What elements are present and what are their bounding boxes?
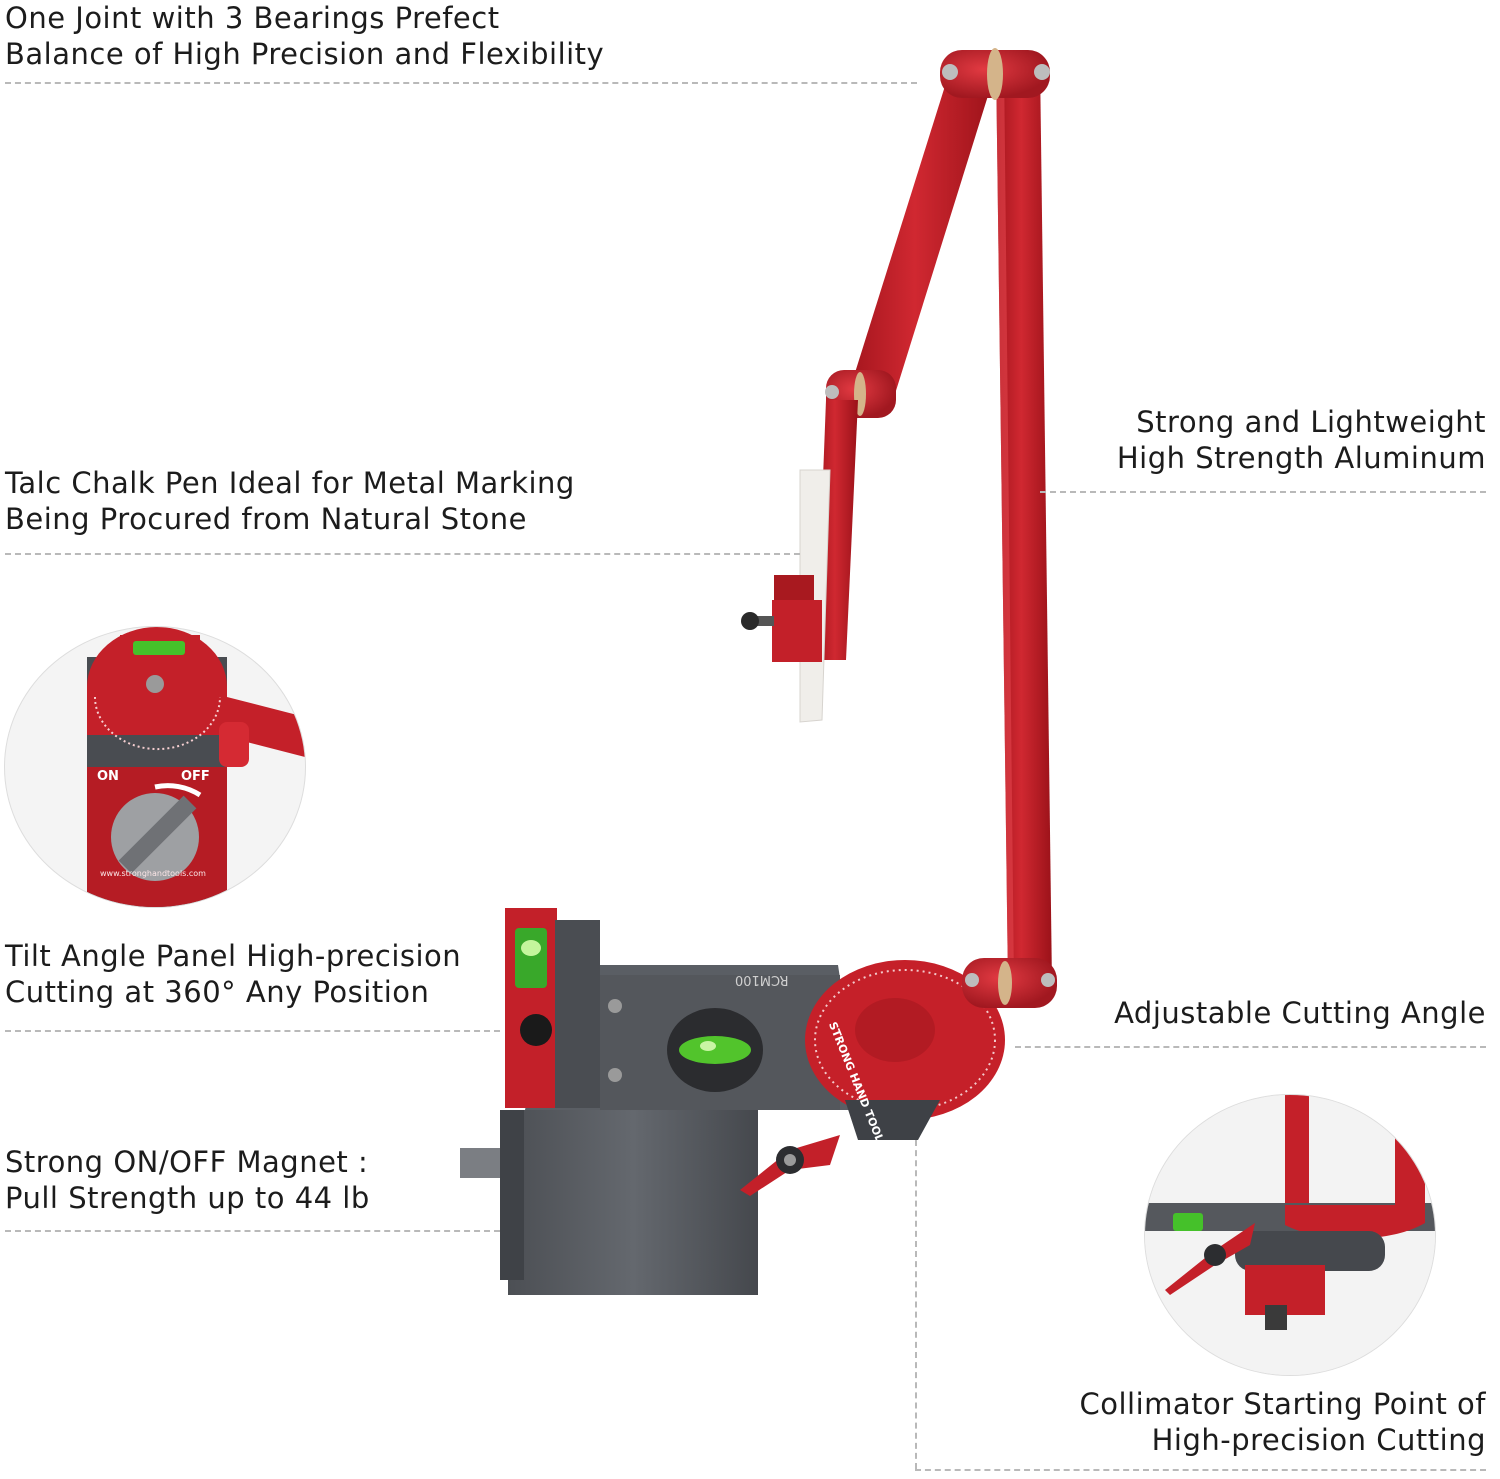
collimator-vertical-leader [915, 1140, 917, 1469]
lock-lever [740, 1135, 840, 1196]
top-joint [940, 48, 1050, 100]
bottom-joint [962, 958, 1057, 1008]
aluminum-line-1: Strong and Lightweight [1136, 405, 1486, 439]
base-plate [525, 965, 860, 1110]
bearings-feature-label: One Joint with 3 Bearings Prefect Balanc… [5, 0, 604, 72]
tilt-bracket [505, 908, 600, 1108]
collimator-line-2: High-precision Cutting [1151, 1423, 1486, 1457]
upper-arm [848, 70, 996, 410]
bearings-line-2: Balance of High Precision and Flexibilit… [5, 37, 605, 71]
angle-dial [805, 960, 1005, 1140]
magnet-switch-detail: ON OFF www.stronghandtools.com [5, 627, 305, 907]
angle-line-1: Adjustable Cutting Angle [1114, 996, 1486, 1030]
aluminum-line-2: High Strength Aluminum [1116, 441, 1486, 475]
chalk-leader-line [5, 553, 800, 555]
pen-holder [741, 575, 822, 662]
brand-website: www.stronghandtools.com [100, 869, 206, 878]
magnet-line-1: Strong ON/OFF Magnet : [5, 1145, 369, 1179]
model-marking: RCM100 [735, 972, 789, 987]
bearings-leader-line [5, 82, 917, 84]
collimator-detail [1145, 1095, 1435, 1375]
collimator-line-1: Collimator Starting Point of [1079, 1387, 1486, 1421]
collimator-feature-label: Collimator Starting Point of High-precis… [1079, 1386, 1486, 1458]
tilt-feature-label: Tilt Angle Panel High-precision Cutting … [5, 938, 461, 1010]
chalk-line-2: Being Procured from Natural Stone [5, 502, 528, 536]
aluminum-leader-line [1040, 491, 1486, 493]
tilt-leader-line [5, 1030, 500, 1032]
magnet-line-2: Pull Strength up to 44 lb [5, 1181, 370, 1215]
tilt-line-1: Tilt Angle Panel High-precision [5, 939, 462, 973]
angle-feature-label: Adjustable Cutting Angle [1114, 995, 1486, 1031]
magnet-leader-line [5, 1230, 500, 1232]
aluminum-feature-label: Strong and Lightweight High Strength Alu… [1117, 404, 1486, 476]
switch-off-label: OFF [181, 769, 210, 784]
tilt-line-2: Cutting at 360° Any Position [5, 975, 430, 1009]
chalk-line-1: Talc Chalk Pen Ideal for Metal Marking [5, 466, 575, 500]
collimator-leader-line [915, 1469, 1486, 1471]
magnet-base [460, 1110, 758, 1295]
bearings-line-1: One Joint with 3 Bearings Prefect [5, 1, 500, 35]
magnet-feature-label: Strong ON/OFF Magnet : Pull Strength up … [5, 1144, 370, 1216]
switch-on-label: ON [97, 769, 119, 784]
angle-leader-line [1015, 1046, 1486, 1048]
long-arm [996, 62, 1052, 985]
chalk-feature-label: Talc Chalk Pen Ideal for Metal Marking B… [5, 465, 575, 537]
